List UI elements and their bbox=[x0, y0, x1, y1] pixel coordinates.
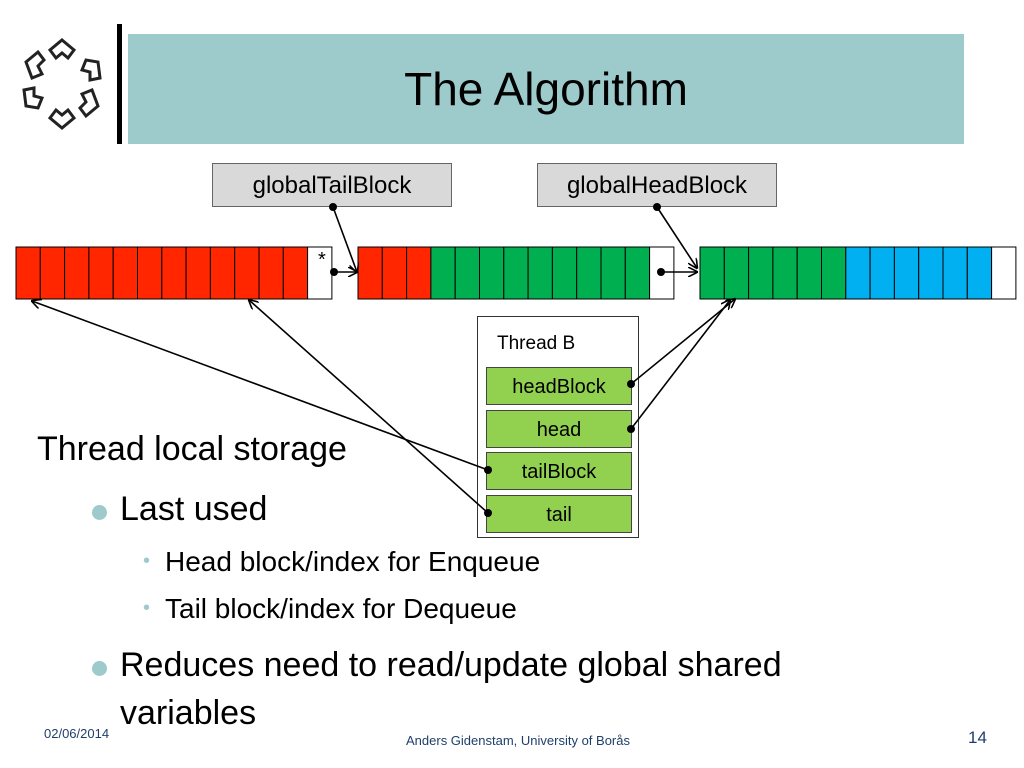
block-cell bbox=[869, 246, 895, 300]
block-cell bbox=[112, 246, 138, 300]
block-cell bbox=[137, 246, 163, 300]
field-tail-block: tailBlock bbox=[486, 452, 632, 490]
block-marker-star: * bbox=[318, 249, 326, 271]
dot-head-block bbox=[627, 380, 635, 388]
global-tail-block-box: globalTailBlock bbox=[212, 163, 452, 207]
bullet-dot bbox=[92, 661, 107, 676]
footer-author: Anders Gidenstam, University of Borås bbox=[406, 733, 630, 748]
arrow-head bbox=[630, 300, 730, 430]
block-cell bbox=[624, 246, 651, 300]
block-cell bbox=[185, 246, 211, 300]
block-cell bbox=[209, 246, 236, 300]
dot-tail bbox=[484, 509, 492, 517]
queue-block-2 bbox=[357, 246, 675, 300]
block-cell bbox=[479, 246, 505, 300]
block-cell bbox=[966, 246, 993, 300]
arrow-global-head bbox=[656, 206, 697, 268]
sub-bullet-dequeue: Tail block/index for Dequeue bbox=[165, 593, 517, 624]
field-head: head bbox=[486, 410, 632, 448]
block-cell bbox=[942, 246, 968, 300]
heading-thread-local-storage: Thread local storage bbox=[37, 430, 347, 468]
sub-bullet-dot: • bbox=[143, 597, 151, 619]
block-cell bbox=[258, 246, 284, 300]
dot-head bbox=[627, 425, 635, 433]
sub-bullet-enqueue: Head block/index for Enqueue bbox=[165, 546, 541, 577]
footer-date: 02/06/2014 bbox=[44, 726, 110, 741]
thread-b-label: Thread B bbox=[497, 333, 576, 354]
block-cell bbox=[991, 246, 1017, 300]
block-cell bbox=[699, 246, 725, 300]
bullet-reduces-line2: variables bbox=[120, 694, 257, 732]
block-cell bbox=[527, 246, 553, 300]
block-cell bbox=[161, 246, 187, 300]
block-cell bbox=[772, 246, 798, 300]
block-cell bbox=[454, 246, 481, 300]
block-cell bbox=[918, 246, 944, 300]
page-number: 14 bbox=[968, 728, 987, 747]
block-cell bbox=[282, 246, 309, 300]
block-cell bbox=[748, 246, 774, 300]
block-cell bbox=[600, 246, 626, 300]
block-cell bbox=[39, 246, 66, 300]
dot-tail-block bbox=[484, 466, 492, 474]
title-divider bbox=[117, 24, 122, 144]
block-cell bbox=[845, 246, 871, 300]
block-cell bbox=[64, 246, 90, 300]
dot-block1-next bbox=[330, 268, 338, 276]
dot-block2-next bbox=[657, 268, 665, 276]
bullet-reduces-line1: Reduces need to read/update global share… bbox=[120, 646, 782, 684]
arrow-tail-block bbox=[32, 301, 489, 471]
bullet-dot bbox=[92, 505, 107, 520]
arrow-tail bbox=[249, 300, 489, 514]
block-cell bbox=[503, 246, 529, 300]
block-cell bbox=[15, 246, 41, 300]
arrow-head-block bbox=[630, 299, 735, 385]
slide-title: The Algorithm bbox=[404, 63, 688, 115]
block-cell bbox=[821, 246, 847, 300]
block-cell bbox=[796, 246, 823, 300]
block-cell bbox=[357, 246, 383, 300]
queue-block-1 bbox=[15, 246, 333, 300]
field-tail: tail bbox=[486, 495, 632, 533]
block-cell bbox=[723, 246, 750, 300]
block-cell bbox=[406, 246, 432, 300]
dot-global-head bbox=[653, 203, 661, 211]
global-head-block-box: globalHeadBlock bbox=[537, 163, 777, 207]
block-cell bbox=[307, 246, 333, 300]
bullet-last-used: Last used bbox=[120, 490, 268, 528]
queue-block-3 bbox=[699, 246, 1017, 300]
block-cell bbox=[893, 246, 920, 300]
title-band bbox=[128, 34, 964, 144]
block-cell bbox=[576, 246, 602, 300]
block-cell bbox=[430, 246, 456, 300]
block-cell bbox=[381, 246, 408, 300]
block-cell bbox=[88, 246, 114, 300]
arrow-global-tail bbox=[332, 206, 357, 272]
block-cell bbox=[234, 246, 260, 300]
block-cell bbox=[551, 246, 578, 300]
field-head-block: headBlock bbox=[486, 367, 632, 405]
dot-global-tail bbox=[329, 203, 337, 211]
sub-bullet-dot: • bbox=[143, 550, 151, 572]
university-logo bbox=[22, 38, 102, 130]
